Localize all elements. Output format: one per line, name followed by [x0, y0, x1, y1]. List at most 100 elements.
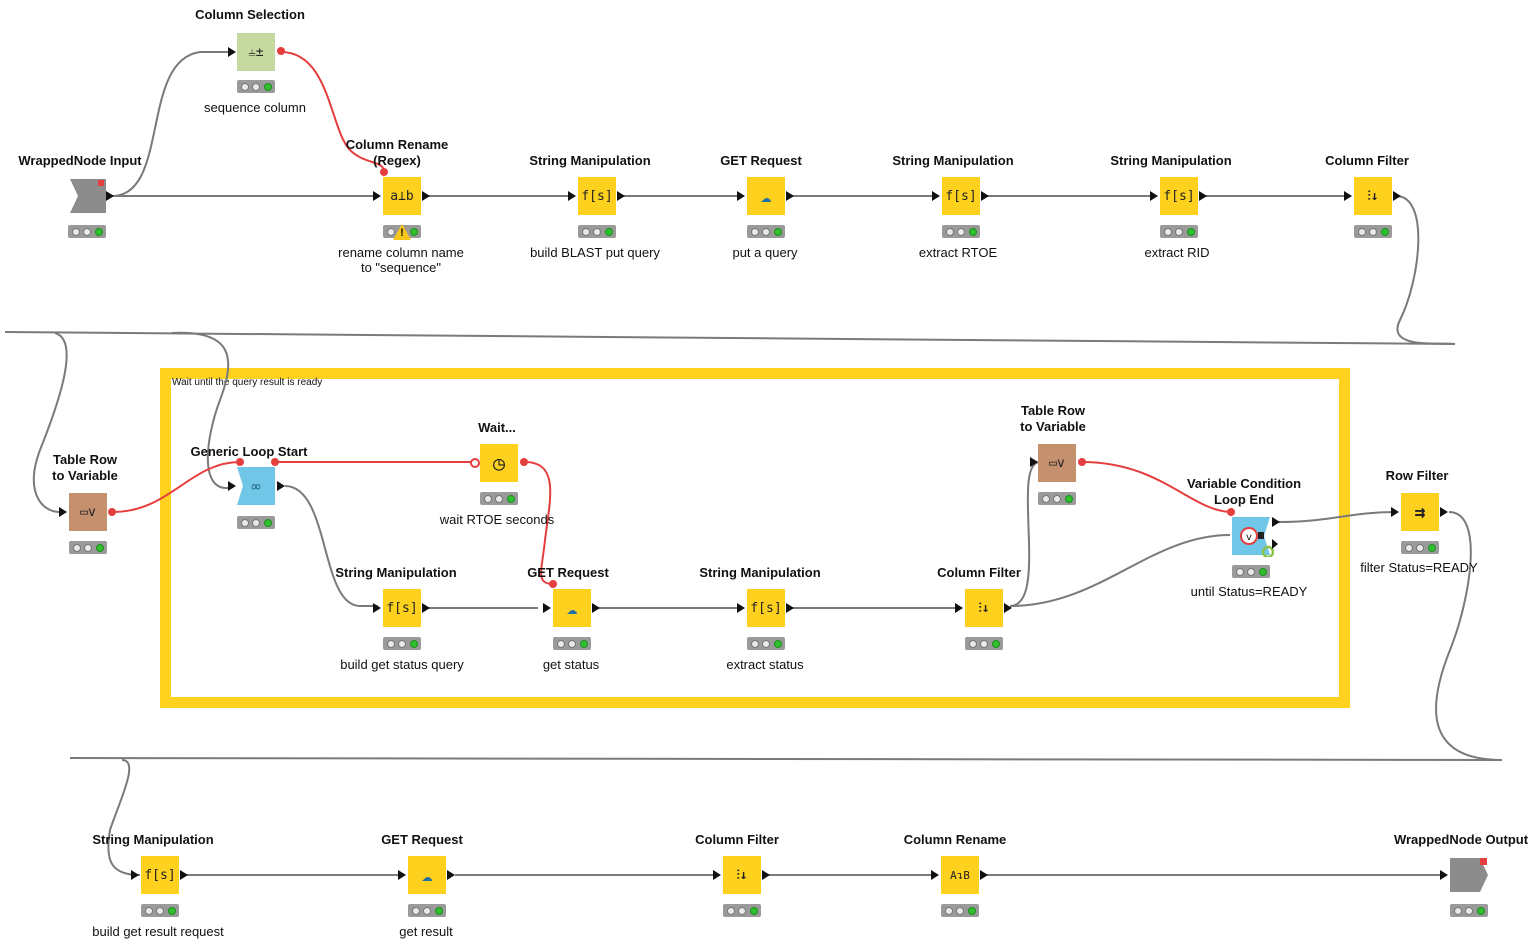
input-port[interactable] [228, 47, 236, 57]
output-port[interactable] [422, 603, 430, 613]
input-port[interactable] [737, 191, 745, 201]
get-request-icon[interactable]: ☁ [747, 177, 785, 215]
string-manipulation-icon[interactable]: f[s] [942, 177, 980, 215]
node-title: Table Row to Variable [52, 452, 118, 483]
table-row-to-variable-icon[interactable]: ▭v [69, 493, 107, 531]
output-port[interactable] [1199, 191, 1207, 201]
workflow-annotation[interactable]: Wait until the query result is ready [160, 368, 1350, 708]
input-port[interactable] [59, 507, 67, 517]
output-port[interactable] [277, 481, 285, 491]
row-filter-icon[interactable]: ⇉ [1401, 493, 1439, 531]
flow-variable-in-port[interactable] [470, 458, 480, 468]
string-manipulation-icon[interactable]: f[s] [383, 589, 421, 627]
output-port[interactable] [447, 870, 455, 880]
input-port[interactable] [398, 870, 406, 880]
output-port[interactable] [980, 870, 988, 880]
status-lights [578, 225, 616, 238]
input-port[interactable] [931, 870, 939, 880]
string-manipulation-icon[interactable]: f[s] [578, 177, 616, 215]
node-title: Column Filter [1325, 153, 1409, 168]
string-manipulation-icon[interactable]: f[s] [747, 589, 785, 627]
status-lights [68, 225, 106, 238]
column-rename-regex-icon[interactable]: a⊥b [383, 177, 421, 215]
input-port[interactable] [373, 603, 381, 613]
status-lights [480, 492, 518, 505]
flow-variable-port[interactable] [108, 508, 116, 516]
output-port[interactable] [106, 191, 114, 201]
output-port[interactable] [786, 191, 794, 201]
status-lights [408, 904, 446, 917]
input-port[interactable] [932, 191, 940, 201]
flow-variable-port[interactable] [1078, 458, 1086, 466]
node-title: Generic Loop Start [190, 444, 308, 459]
node-label: build get result request [92, 924, 224, 939]
input-port[interactable] [1440, 870, 1448, 880]
output-port[interactable] [1004, 603, 1012, 613]
wrapped-output-icon[interactable] [1450, 856, 1490, 894]
flow-variable-in-port[interactable] [236, 458, 244, 466]
node-title: Column Rename [903, 832, 1007, 847]
variable-output-port[interactable] [1272, 539, 1278, 549]
node-label: until Status=READY [1190, 584, 1308, 599]
input-port[interactable] [1391, 507, 1399, 517]
input-port[interactable] [1344, 191, 1352, 201]
node-title: String Manipulation [1110, 153, 1232, 168]
loop-end-icon[interactable]: v [1232, 517, 1274, 557]
status-lights [747, 225, 785, 238]
status-lights [237, 516, 275, 529]
string-manipulation-icon[interactable]: f[s] [141, 856, 179, 894]
warning-icon[interactable] [393, 224, 411, 240]
status-lights [141, 904, 179, 917]
output-port[interactable] [1440, 507, 1448, 517]
wrapped-input-icon[interactable] [68, 177, 108, 215]
output-port[interactable] [592, 603, 600, 613]
column-filter-icon[interactable]: ⫶↓ [965, 589, 1003, 627]
input-port[interactable] [568, 191, 576, 201]
input-port[interactable] [228, 481, 236, 491]
input-port[interactable] [955, 603, 963, 613]
column-filter-icon[interactable]: ⫶↓ [723, 856, 761, 894]
get-request-icon[interactable]: ☁ [408, 856, 446, 894]
flow-variable-port[interactable] [549, 580, 557, 588]
loop-start-icon[interactable]: ∞ [237, 467, 277, 505]
flow-variable-port[interactable] [1227, 508, 1235, 516]
input-port[interactable] [543, 603, 551, 613]
node-label: filter Status=READY [1360, 560, 1478, 575]
flow-variable-port[interactable] [380, 168, 388, 176]
output-port[interactable] [617, 191, 625, 201]
column-filter-icon[interactable]: ⫶↓ [1354, 177, 1392, 215]
column-selection-icon[interactable]: ⫨± [237, 33, 275, 71]
table-row-to-variable-icon[interactable]: ▭v [1038, 444, 1076, 482]
output-port[interactable] [786, 603, 794, 613]
node-label: extract RID [1144, 245, 1210, 260]
input-port[interactable] [1030, 457, 1038, 467]
flow-variable-out-port[interactable] [271, 458, 279, 466]
output-port[interactable] [422, 191, 430, 201]
output-port[interactable] [981, 191, 989, 201]
input-port[interactable] [373, 191, 381, 201]
node-label: get result [399, 924, 453, 939]
node-label: sequence column [204, 100, 306, 115]
output-port[interactable] [1393, 191, 1401, 201]
string-manipulation-icon[interactable]: f[s] [1160, 177, 1198, 215]
get-request-icon[interactable]: ☁ [553, 589, 591, 627]
status-lights [747, 637, 785, 650]
node-title: Row Filter [1385, 468, 1449, 483]
output-port[interactable] [762, 870, 770, 880]
status-lights [941, 904, 979, 917]
output-port[interactable] [180, 870, 188, 880]
input-port[interactable] [737, 603, 745, 613]
node-label: get status [542, 657, 600, 672]
input-port[interactable] [131, 870, 139, 880]
flow-variable-out-port[interactable] [520, 458, 528, 466]
node-title: WrappedNode Output [1393, 832, 1529, 847]
input-port[interactable] [713, 870, 721, 880]
column-rename-icon[interactable]: A↴B [941, 856, 979, 894]
input-port[interactable] [1150, 191, 1158, 201]
clock-icon[interactable]: ◷ [480, 444, 518, 482]
flow-variable-port[interactable] [277, 47, 285, 55]
status-lights [383, 637, 421, 650]
output-port[interactable] [1272, 517, 1280, 527]
status-lights [1450, 904, 1488, 917]
